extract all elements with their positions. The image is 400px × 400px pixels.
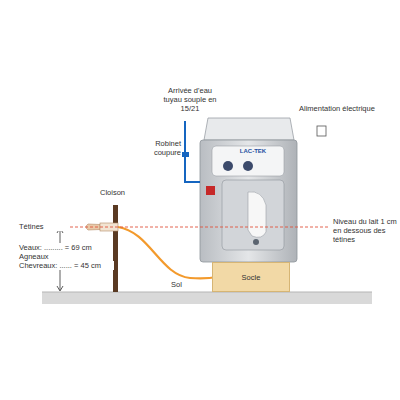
front-door (222, 180, 284, 250)
annotation-label: Chevreaux: ...... = 45 cm (18, 261, 114, 270)
floor (42, 292, 372, 304)
annotation-label: Sol (170, 280, 192, 289)
power-button (206, 186, 215, 195)
annotation-label: Agneaux (18, 252, 80, 261)
annotation-label: Niveau du lait 1 cm en dessous des tétin… (332, 217, 398, 244)
control-knob (243, 161, 253, 171)
annotation-label: Alimentation électrique (298, 104, 384, 113)
mixing-bowl (248, 192, 266, 238)
milk-level-line (70, 227, 329, 228)
annotation-label: Robinet coupure (146, 139, 182, 157)
partition (113, 205, 118, 292)
shutoff-valve (181, 152, 189, 157)
control-panel (212, 146, 284, 176)
annotation-label: Veaux: ......... = 69 cm (18, 243, 110, 252)
node-text: Socle (242, 273, 261, 282)
power-socket (317, 126, 326, 136)
annotation-label: Arrivée d'eau tuyau souple en 15/21 (160, 86, 220, 113)
floor-edge (42, 292, 372, 293)
machine-body (200, 140, 297, 262)
annotation-label: LAC-TEK (232, 148, 274, 155)
annotation-label: Tétines (18, 222, 62, 231)
base-block: Socle (212, 262, 290, 292)
annotation-label: Cloison (99, 188, 141, 197)
milk-outlet (253, 239, 259, 245)
water-supply-pipe (185, 121, 200, 182)
control-knob (223, 161, 233, 171)
machine-hopper (204, 118, 294, 140)
arrow-head (57, 286, 63, 291)
